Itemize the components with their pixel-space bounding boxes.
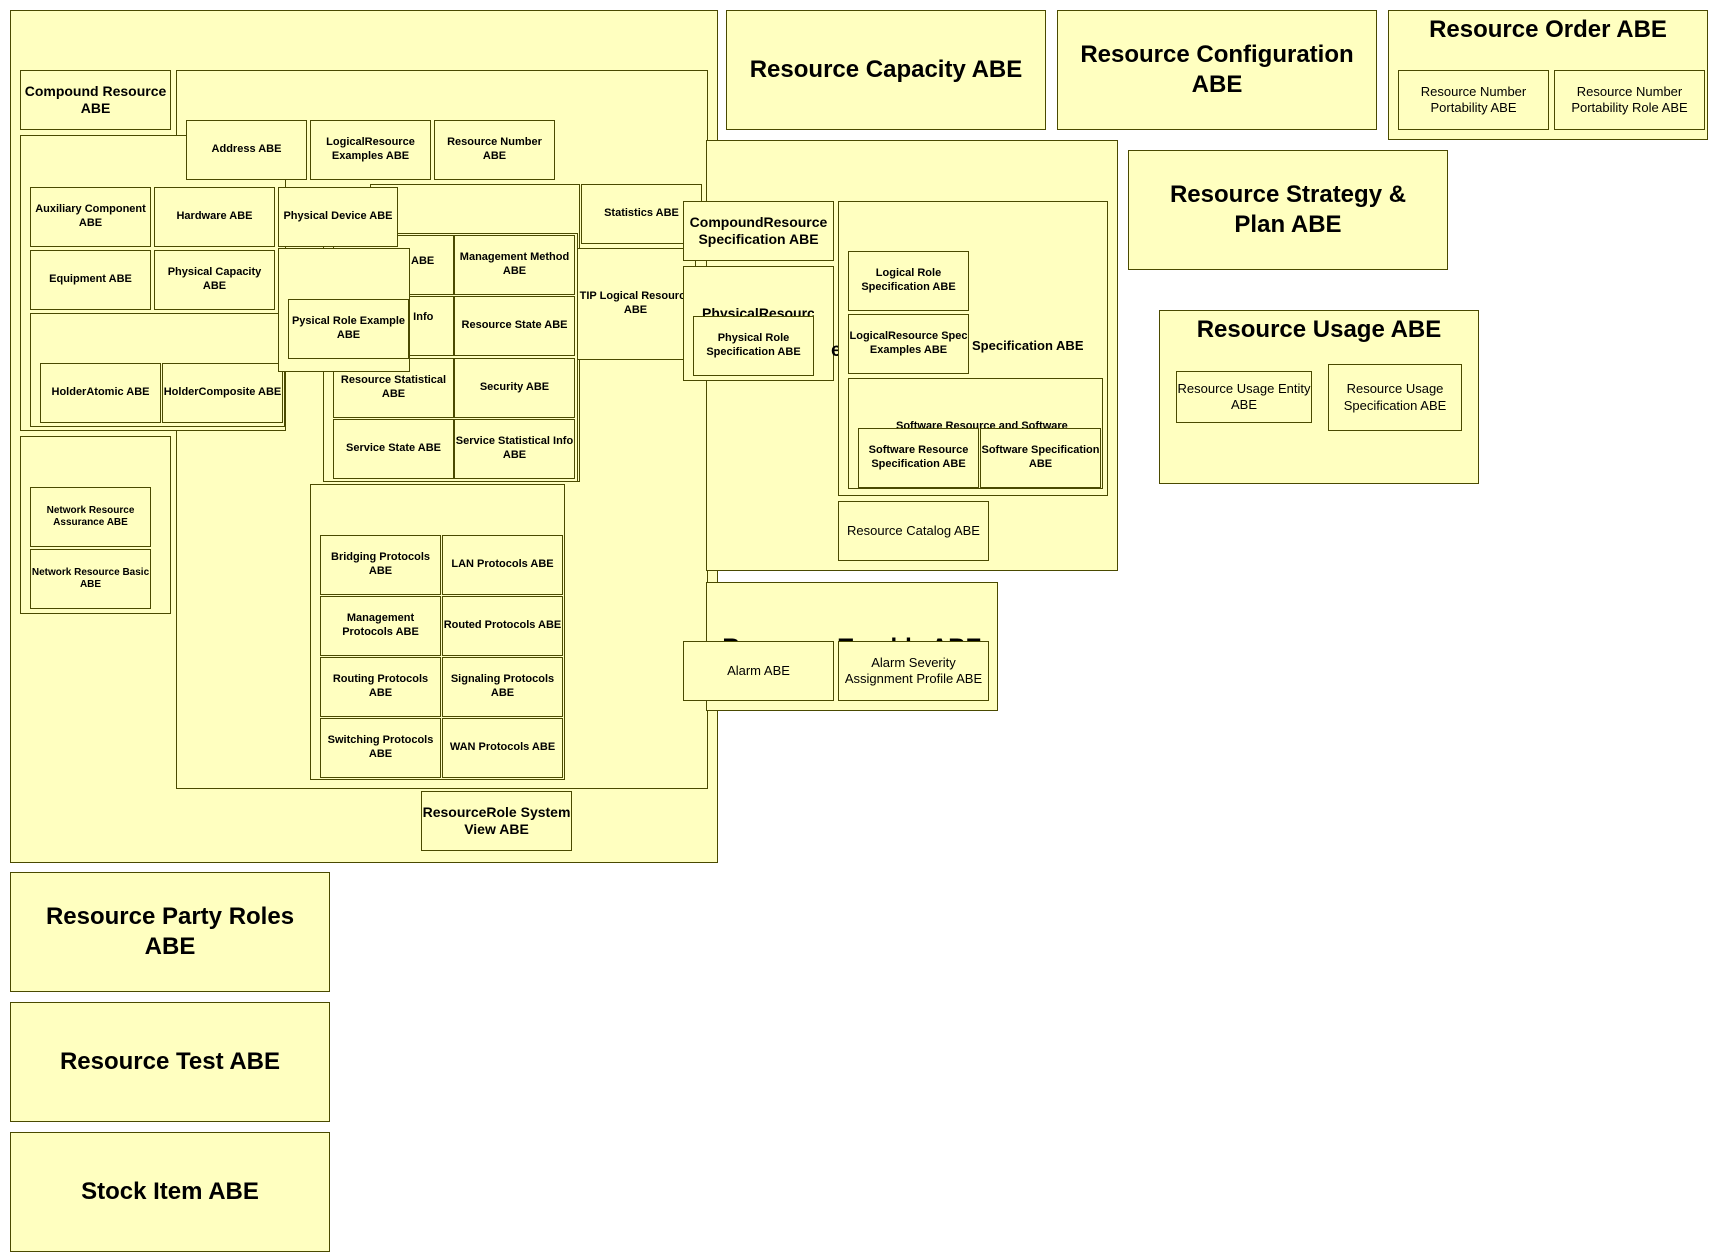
- resource-usage-entity-box: Resource Usage Entity ABE: [1176, 371, 1312, 423]
- holder-composite-box: HolderComposite ABE: [162, 363, 283, 423]
- physical-device-box: Physical Device ABE: [278, 187, 398, 247]
- alarm-box: Alarm ABE: [683, 641, 834, 701]
- network-resource-basic-box: Network Resource Basic ABE: [30, 549, 151, 609]
- fragment-e-info: e Info: [404, 311, 434, 323]
- address-box: Address ABE: [186, 120, 307, 180]
- compound-resource-label: Compound Resource ABE: [24, 82, 167, 117]
- software-resource-spec-box: Software Resource Specification ABE: [858, 428, 979, 488]
- switching-protocols-box: Switching Protocols ABE: [320, 718, 441, 778]
- logical-role-spec-box: Logical Role Specification ABE: [848, 251, 969, 311]
- resource-usage-spec-box: Resource Usage Specification ABE: [1328, 364, 1462, 431]
- security-box: Security ABE: [454, 358, 575, 418]
- resource-number-portability-role-box: Resource Number Portability Role ABE: [1554, 70, 1705, 130]
- compound-resource-spec-box: CompoundResource Specification ABE: [683, 201, 834, 261]
- routing-protocols-box: Routing Protocols ABE: [320, 657, 441, 717]
- resource-capacity-box: Resource Capacity ABE: [726, 10, 1046, 130]
- auxiliary-component-box: Auxiliary Component ABE: [30, 187, 151, 247]
- holder-atomic-box: HolderAtomic ABE: [40, 363, 161, 423]
- lan-protocols-box: LAN Protocols ABE: [442, 535, 563, 595]
- software-spec-box: Software Specification ABE: [980, 428, 1101, 488]
- hardware-box: Hardware ABE: [154, 187, 275, 247]
- resource-configuration-box: Resource Configuration ABE: [1057, 10, 1377, 130]
- stock-item-box: Stock Item ABE: [10, 1132, 330, 1252]
- signaling-protocols-box: Signaling Protocols ABE: [442, 657, 563, 717]
- management-method-box: Management Method ABE: [454, 235, 575, 295]
- tip-logical-resource-box: TIP Logical Resource ABE: [575, 248, 696, 360]
- resource-number-box: Resource Number ABE: [434, 120, 555, 180]
- service-statistical-info-box: Service Statistical Info ABE: [454, 419, 575, 479]
- wan-protocols-box: WAN Protocols ABE: [442, 718, 563, 778]
- alarm-severity-assignment-profile-box: Alarm Severity Assignment Profile ABE: [838, 641, 989, 701]
- equipment-box: Equipment ABE: [30, 250, 151, 310]
- resource-role-system-view-box: ResourceRole System View ABE: [421, 791, 572, 851]
- resource-party-roles-box: Resource Party Roles ABE: [10, 872, 330, 992]
- logical-resource-spec-examples-box: LogicalResource Spec Examples ABE: [848, 314, 969, 374]
- management-protocols-box: Management Protocols ABE: [320, 596, 441, 656]
- bridging-protocols-box: Bridging Protocols ABE: [320, 535, 441, 595]
- routed-protocols-box: Routed Protocols ABE: [442, 596, 563, 656]
- fragment-abe: ABE: [411, 255, 435, 267]
- physical-role-spec-box: Physical Role Specification ABE: [693, 316, 814, 376]
- resource-state-box: Resource State ABE: [454, 296, 575, 356]
- fragment-e: e: [831, 340, 842, 361]
- compound-resource-box: Compound Resource ABE: [20, 70, 171, 130]
- network-resource-assurance-box: Network Resource Assurance ABE: [30, 487, 151, 547]
- resource-number-portability-box: Resource Number Portability ABE: [1398, 70, 1549, 130]
- specification-abe-fragment: Specification ABE: [972, 338, 1084, 353]
- resource-strategy-plan-box: Resource Strategy & Plan ABE: [1128, 150, 1448, 270]
- service-state-box: Service State ABE: [333, 419, 454, 479]
- physical-capacity-box: Physical Capacity ABE: [154, 250, 275, 310]
- pysical-role-example-box: Pysical Role Example ABE: [288, 299, 409, 359]
- resource-catalog-box: Resource Catalog ABE: [838, 501, 989, 561]
- logical-resource-examples-box: LogicalResource Examples ABE: [310, 120, 431, 180]
- statistics-box: Statistics ABE: [581, 184, 702, 244]
- resource-test-box: Resource Test ABE: [10, 1002, 330, 1122]
